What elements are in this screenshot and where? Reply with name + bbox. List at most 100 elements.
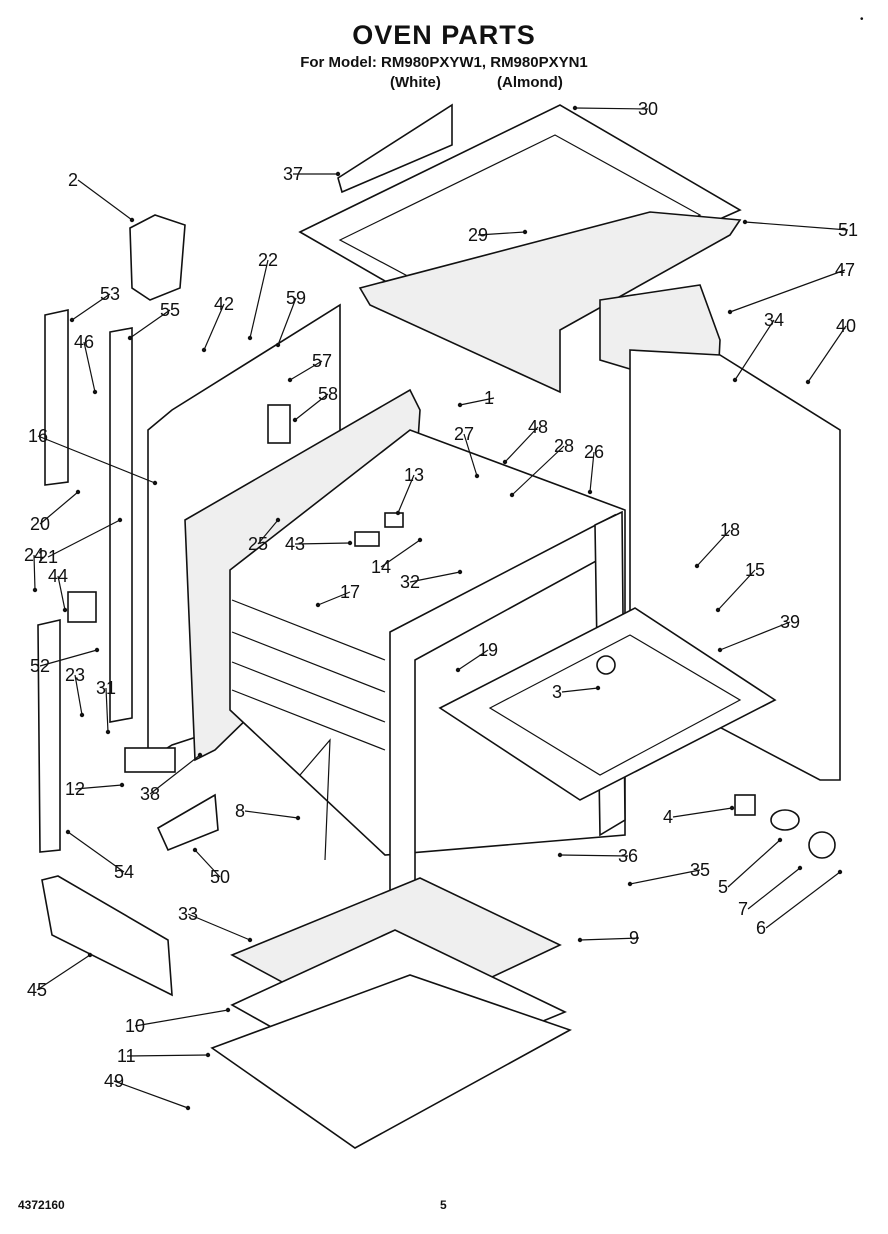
callout-leader-6: [765, 871, 841, 929]
callout-leader-23: [74, 674, 83, 716]
callout-arrowhead-14: [417, 537, 423, 543]
callout-label-42: 42: [214, 294, 234, 314]
callout-label-28: 28: [554, 436, 574, 456]
callout-arrowhead-48: [502, 459, 508, 465]
callout-leader-26: [589, 451, 595, 493]
callout-label-4: 4: [663, 807, 673, 827]
callout-label-20: 20: [30, 514, 50, 534]
callout-label-44: 44: [48, 566, 68, 586]
bracket-44: [67, 591, 97, 623]
callout-arrowhead-58: [292, 417, 298, 423]
callout-arrowhead-38: [197, 752, 203, 758]
callout-arrowhead-45: [87, 952, 93, 958]
callout-arrowhead-31: [105, 729, 111, 735]
callout-arrowhead-49: [185, 1105, 191, 1111]
callout-leader-32: [409, 571, 461, 583]
callout-leader-2: [77, 179, 133, 221]
vent-trim: [337, 103, 453, 194]
color-white-label: (White): [390, 74, 441, 91]
callout-leader-10: [134, 1009, 229, 1027]
callout-arrowhead-7: [797, 865, 803, 871]
callout-label-17: 17: [340, 582, 360, 602]
callout-arrowhead-27: [474, 473, 480, 479]
callout-arrowhead-39: [717, 647, 723, 653]
side-trim-52: [37, 618, 61, 853]
callout-leader-47: [729, 269, 846, 313]
callout-leader-48: [504, 426, 539, 463]
callout-arrowhead-26: [587, 489, 593, 495]
callout-label-32: 32: [400, 572, 420, 592]
callout-leader-9: [579, 937, 640, 941]
callout-leader-52: [39, 649, 98, 667]
callout-arrowhead-42: [201, 347, 207, 353]
model-line: For Model: RM980PXYW1, RM980PXYN1: [300, 54, 588, 71]
callout-arrowhead-52: [94, 647, 100, 653]
callout-label-52: 52: [30, 656, 50, 676]
callout-arrowhead-43: [347, 540, 353, 546]
callout-leader-29: [477, 231, 526, 236]
callout-label-16: 16: [28, 426, 48, 446]
callout-leader-51: [744, 221, 849, 231]
callout-arrowhead-54: [65, 829, 71, 835]
callout-leader-11: [126, 1054, 209, 1057]
callout-leader-1: [459, 397, 495, 406]
callout-label-13: 13: [404, 465, 424, 485]
callout-leader-4: [672, 807, 733, 818]
callout-arrowhead-1: [457, 402, 463, 408]
callout-leader-38: [149, 754, 201, 795]
callout-arrowhead-30: [572, 105, 578, 111]
callout-arrowhead-11: [205, 1052, 211, 1058]
callout-arrowhead-17: [315, 602, 321, 608]
bracket-2: [129, 214, 186, 301]
callout-leader-45: [36, 954, 91, 991]
callout-leader-46: [83, 341, 96, 393]
clip-43: [354, 531, 380, 547]
corner-mark: •: [860, 14, 864, 25]
callout-leader-7: [747, 867, 801, 910]
callout-label-58: 58: [318, 384, 338, 404]
callout-leaders: [32, 105, 849, 1111]
page-number: 5: [440, 1198, 447, 1212]
callout-leader-13: [397, 474, 415, 514]
callout-leader-5: [727, 839, 781, 888]
callout-arrowhead-22: [247, 335, 253, 341]
callout-arrowhead-5: [777, 837, 783, 843]
callout-leader-58: [294, 393, 329, 421]
callout-label-10: 10: [125, 1016, 145, 1036]
callout-leader-40: [807, 325, 847, 383]
callout-label-12: 12: [65, 779, 85, 799]
callout-label-46: 46: [74, 332, 94, 352]
oven-rack-inner: [488, 634, 742, 776]
callout-leader-49: [113, 1080, 189, 1109]
callout-arrowhead-16: [152, 480, 158, 486]
callout-leader-14: [380, 539, 421, 568]
callout-arrowhead-10: [225, 1007, 231, 1013]
callout-label-22: 22: [258, 250, 278, 270]
callout-arrowhead-19: [455, 667, 461, 673]
callout-label-26: 26: [584, 442, 604, 462]
callout-label-7: 7: [738, 899, 748, 919]
callout-arrowhead-28: [509, 492, 515, 498]
callout-arrowhead-35: [627, 881, 633, 887]
callout-label-2: 2: [68, 170, 78, 190]
bottom-plate-11: [210, 974, 572, 1149]
callout-leader-22: [249, 259, 269, 339]
callout-leader-31: [105, 687, 109, 733]
callout-label-36: 36: [618, 846, 638, 866]
callout-label-30: 30: [638, 99, 658, 119]
page-title: OVEN PARTS: [352, 20, 536, 50]
side-trim-53: [44, 309, 69, 486]
callout-arrowhead-33: [247, 937, 253, 943]
callout-label-6: 6: [756, 918, 766, 938]
callout-label-38: 38: [140, 784, 160, 804]
callout-arrowhead-44: [62, 607, 68, 613]
callout-leader-27: [463, 433, 478, 477]
callout-label-34: 34: [764, 310, 784, 330]
callout-label-37: 37: [283, 164, 303, 184]
light-bulb: [770, 809, 800, 831]
callout-leader-28: [511, 445, 565, 496]
rack-slots: [231, 599, 386, 751]
callout-label-21: 21: [38, 547, 58, 567]
